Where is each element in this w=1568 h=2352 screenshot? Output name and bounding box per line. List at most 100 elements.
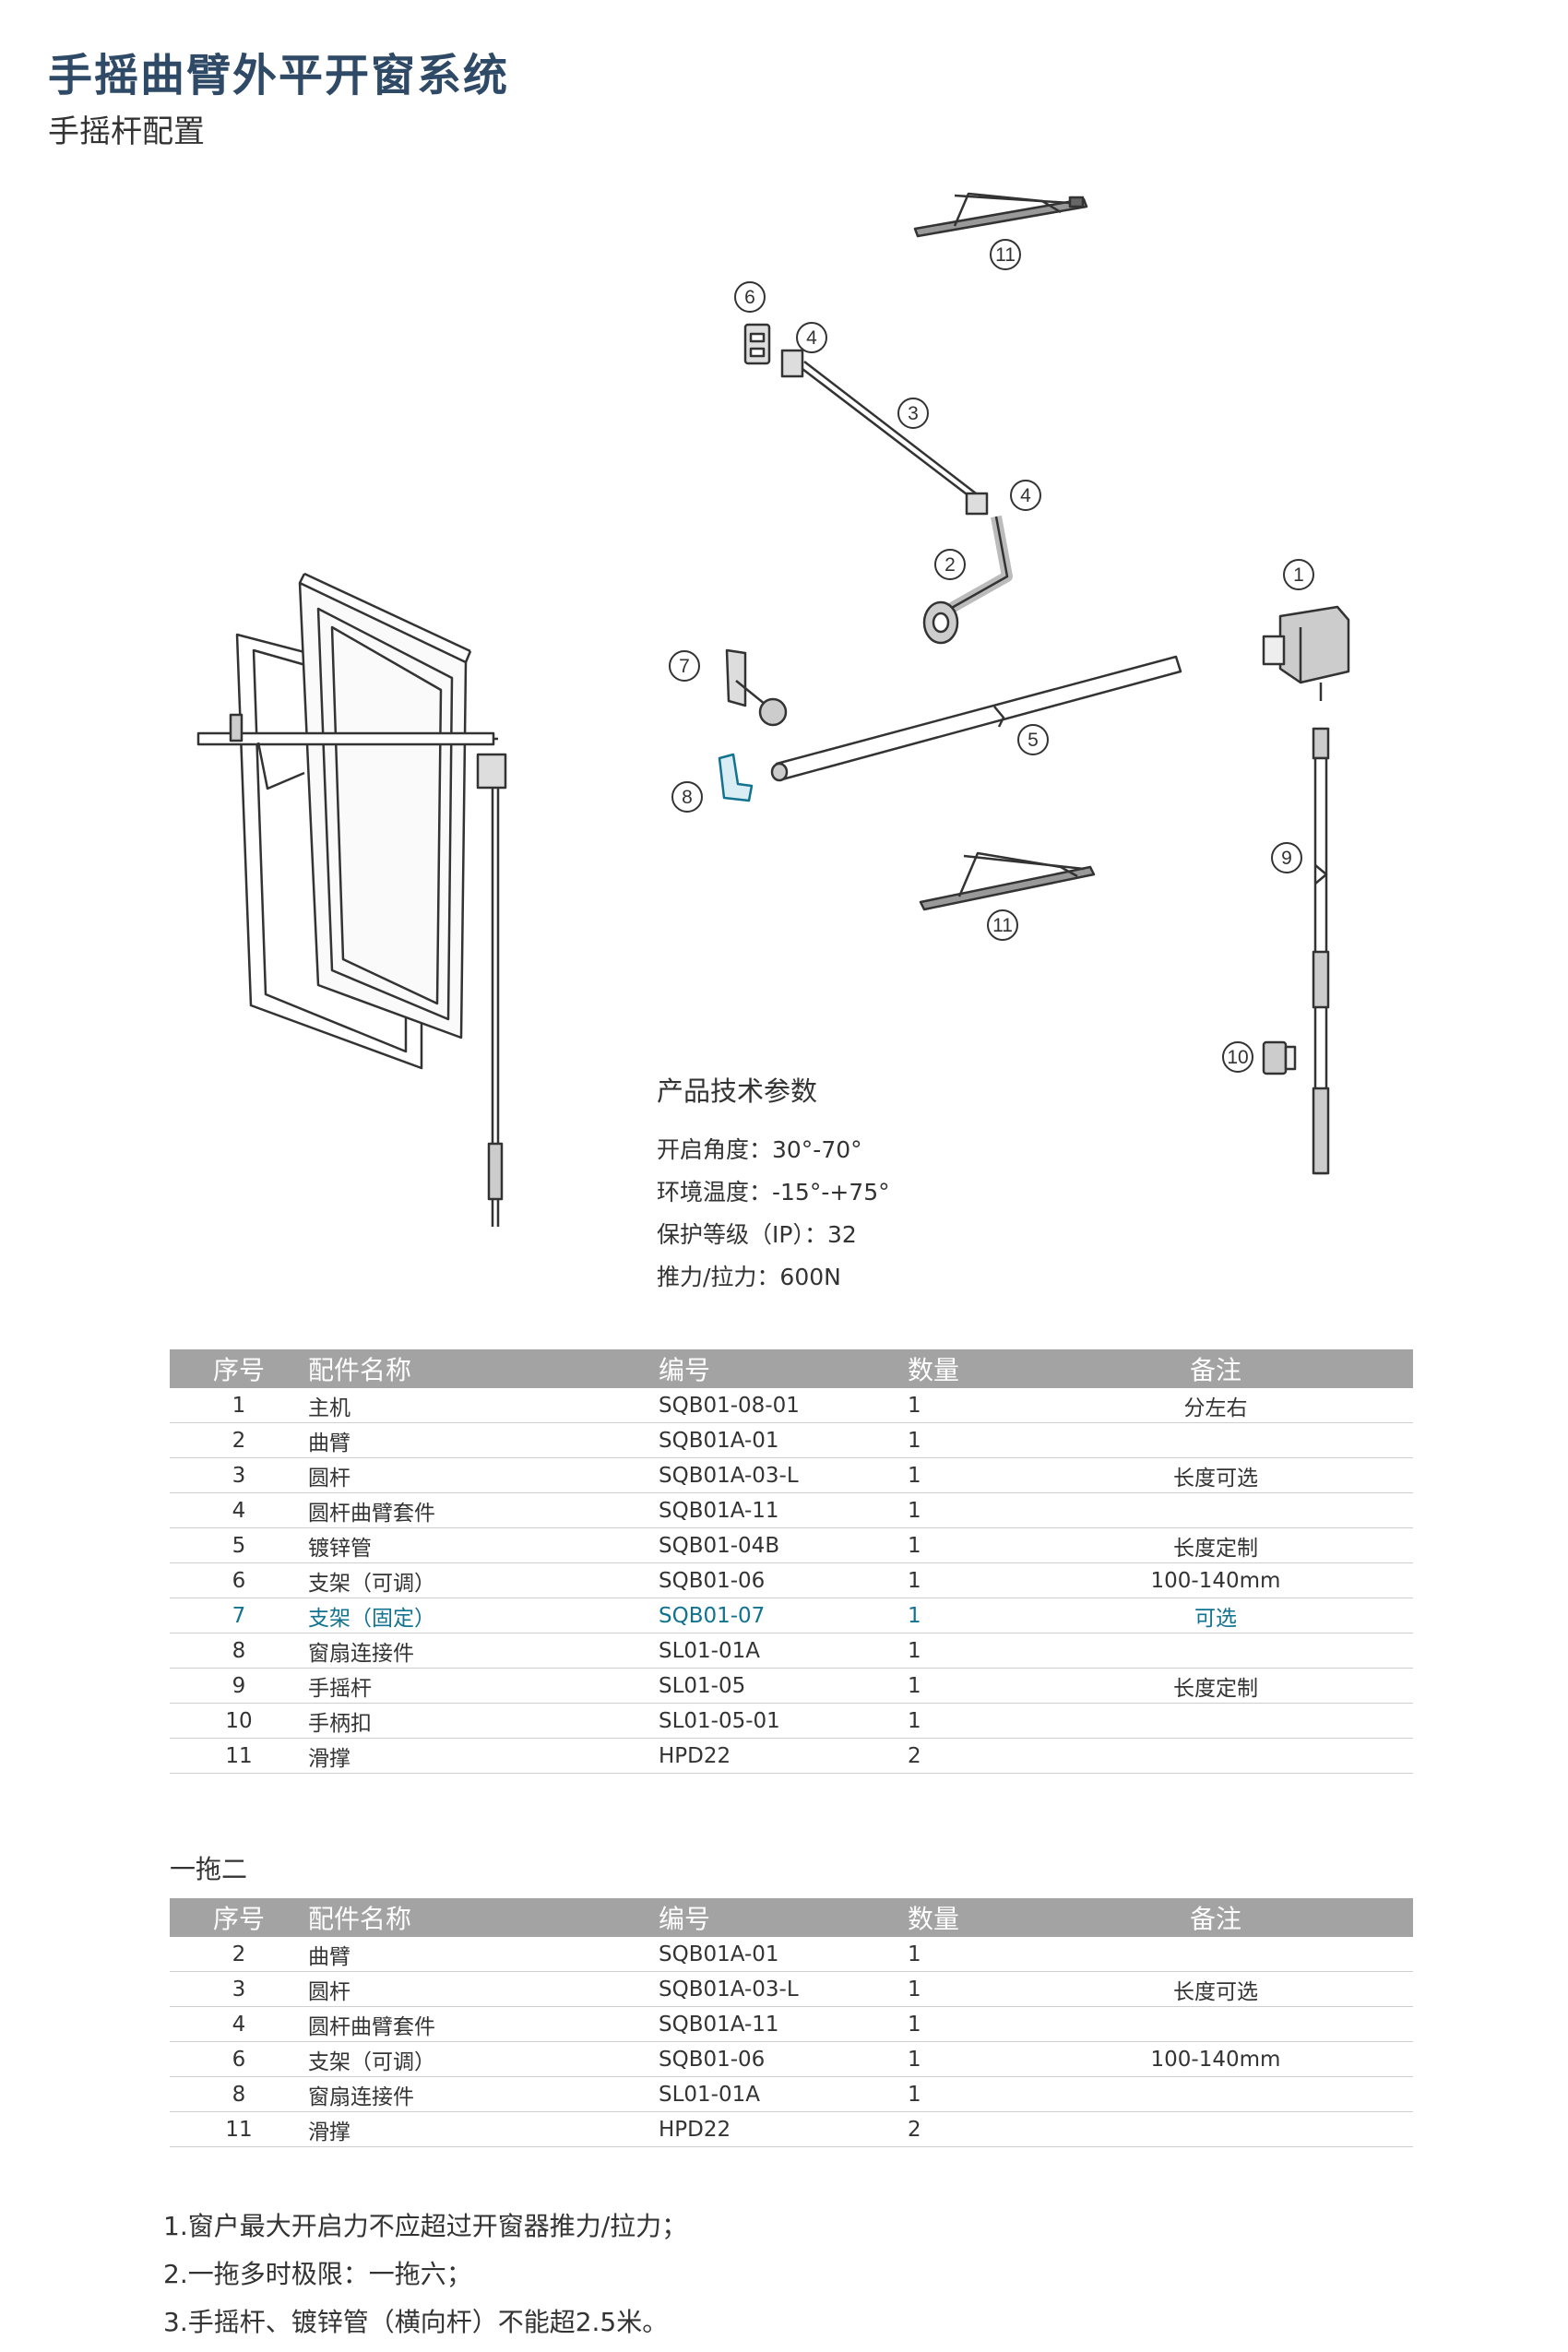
cell-code: SQB01A-01: [659, 1422, 908, 1458]
col-header-remark: 备注: [1018, 1898, 1413, 1937]
col-header-qty: 数量: [908, 1898, 1018, 1937]
callout-5: 5: [1028, 730, 1039, 751]
section-label-one-to-two: 一拖二: [170, 1854, 248, 1884]
part-11-friction-stay-top: [913, 192, 1088, 238]
cell-qty: 1: [908, 1527, 1018, 1563]
cell-remark: [1018, 1738, 1413, 1774]
cell-no: 4: [170, 2006, 308, 2042]
cell-qty: 1: [908, 1422, 1018, 1458]
cell-remark: [1018, 1703, 1413, 1739]
callout-11-top: 11: [995, 244, 1016, 266]
cell-remark: [1018, 2076, 1413, 2112]
spec-push-pull-force: 推力/拉力：600N: [657, 1264, 841, 1290]
cell-part-name: 滑撑: [308, 1738, 659, 1774]
cell-part-name: 手摇杆: [308, 1668, 659, 1704]
cell-code: SQB01-06: [659, 1562, 908, 1598]
cell-qty: 1: [908, 2076, 1018, 2112]
cell-part-name: 圆杆: [308, 1457, 659, 1493]
cell-qty: 1: [908, 1633, 1018, 1669]
cell-qty: 1: [908, 1668, 1018, 1704]
cell-qty: 1: [908, 1492, 1018, 1528]
cell-code: SQB01A-11: [659, 1492, 908, 1528]
part-7-fixed-bracket: [718, 753, 754, 802]
cell-no: 11: [170, 2111, 308, 2147]
cell-no: 2: [170, 1422, 308, 1458]
callout-3: 3: [908, 403, 919, 424]
page-title: 手摇曲臂外平开窗系统: [48, 50, 510, 101]
cell-part-name: 窗扇连接件: [308, 1633, 659, 1669]
cell-code: SQB01-08-01: [659, 1388, 908, 1423]
cell-part-name: 滑撑: [308, 2111, 659, 2147]
cell-code: SQB01A-11: [659, 2006, 908, 2042]
cell-remark: 长度定制: [1018, 1668, 1413, 1704]
cell-no: 1: [170, 1388, 308, 1423]
cell-qty: 2: [908, 2111, 1018, 2147]
cell-part-name: 支架（可调）: [308, 1562, 659, 1598]
cell-remark: [1018, 1633, 1413, 1669]
cell-remark: 100-140mm: [1018, 1562, 1413, 1598]
col-header-part-name: 配件名称: [308, 1349, 659, 1388]
col-header-no: 序号: [170, 1349, 308, 1388]
callout-10: 10: [1227, 1047, 1248, 1068]
cell-remark: 长度可选: [1018, 1457, 1413, 1493]
cell-remark: 长度定制: [1018, 1527, 1413, 1563]
table-header-row: 序号 配件名称 编号 数量 备注: [170, 1898, 1413, 1937]
cell-code: SQB01-06: [659, 2041, 908, 2077]
cell-no: 2: [170, 1937, 308, 1972]
cell-qty: 1: [908, 1598, 1018, 1633]
cell-code: HPD22: [659, 1738, 908, 1774]
table-header-row: 序号 配件名称 编号 数量 备注: [170, 1349, 1413, 1388]
cell-qty: 1: [908, 2006, 1018, 2042]
cell-qty: 1: [908, 1562, 1018, 1598]
cell-part-name: 窗扇连接件: [308, 2076, 659, 2112]
col-header-no: 序号: [170, 1898, 308, 1937]
note-item: 2.一拖多时极限：一拖六；: [163, 2259, 472, 2289]
part-8-sash-connector: [743, 323, 771, 365]
cell-code: SL01-01A: [659, 1633, 908, 1669]
col-header-part-name: 配件名称: [308, 1898, 659, 1937]
cell-no: 10: [170, 1703, 308, 1739]
cell-no: 6: [170, 1562, 308, 1598]
cell-no: 7: [170, 1598, 308, 1633]
cell-remark: 长度可选: [1018, 1971, 1413, 2007]
note-item: 3.手摇杆、镀锌管（横向杆）不能超2.5米。: [163, 2307, 669, 2337]
cell-part-name: 主机: [308, 1388, 659, 1423]
cell-remark: 100-140mm: [1018, 2041, 1413, 2077]
cell-qty: 1: [908, 1937, 1018, 1972]
cell-no: 11: [170, 1738, 308, 1774]
part-6-adjustable-bracket: [725, 648, 788, 727]
cell-code: SQB01-04B: [659, 1527, 908, 1563]
cell-remark: [1018, 1492, 1413, 1528]
callout-1: 1: [1293, 564, 1304, 586]
cell-remark: 可选: [1018, 1598, 1413, 1633]
part-2-crank-arm: [922, 515, 1013, 645]
cell-no: 3: [170, 1971, 308, 2007]
part-9-crank-handle: [1312, 727, 1330, 1175]
note-item: 1.窗户最大开启力不应超过开窗器推力/拉力；: [163, 2211, 688, 2241]
exploded-parts-diagram: 11 6 4 3 4 2 1 7 5 8 9 11 10: [196, 192, 1350, 1227]
cell-qty: 1: [908, 2041, 1018, 2077]
page-subtitle: 手摇杆配置: [48, 113, 205, 150]
cell-no: 4: [170, 1492, 308, 1528]
callout-4-top: 4: [806, 327, 817, 349]
spec-ip-rating: 保护等级（IP）：32: [657, 1221, 857, 1248]
callout-8: 6: [744, 287, 755, 308]
cell-code: SL01-05-01: [659, 1703, 908, 1739]
notes-list: 1.窗户最大开启力不应超过开窗器推力/拉力； 2.一拖多时极限：一拖六； 3.手…: [163, 2203, 687, 2346]
cell-code: SQB01A-03-L: [659, 1457, 908, 1493]
window-assembly-illustration: [196, 572, 507, 1227]
cell-remark: [1018, 1937, 1413, 1972]
cell-no: 5: [170, 1527, 308, 1563]
cell-qty: 2: [908, 1738, 1018, 1774]
